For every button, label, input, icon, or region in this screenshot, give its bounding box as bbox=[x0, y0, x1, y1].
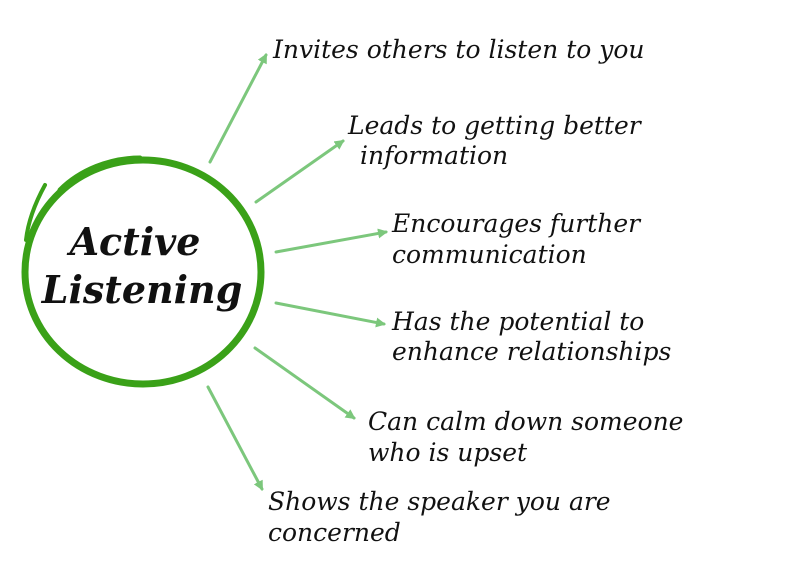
circle-outer-stroke bbox=[21, 156, 265, 388]
circle-tail-stroke bbox=[24, 183, 47, 242]
item-1-line1: Invites others to listen to you bbox=[272, 35, 645, 64]
center-title-line1: Active bbox=[67, 219, 201, 264]
item-3-line1: Encourages further bbox=[391, 209, 642, 238]
item-3: Encourages further communication bbox=[391, 209, 642, 269]
circle-overlap-stroke bbox=[57, 155, 143, 193]
center-title-line2: Listening bbox=[41, 267, 243, 312]
center-circle bbox=[21, 155, 265, 388]
item-3-line2: communication bbox=[392, 240, 587, 269]
item-5-line2: who is upset bbox=[368, 438, 528, 467]
arrow-2 bbox=[254, 139, 345, 204]
item-6-line2: concerned bbox=[268, 518, 401, 547]
arrow-4 bbox=[274, 301, 386, 328]
arrow-6 bbox=[206, 385, 264, 491]
item-2: Leads to getting better information bbox=[347, 111, 643, 170]
item-6: Shows the speaker you are concerned bbox=[268, 487, 611, 547]
item-1: Invites others to listen to you bbox=[272, 35, 645, 64]
arrow-5 bbox=[253, 346, 356, 420]
item-4-line1: Has the potential to bbox=[391, 307, 644, 336]
arrow-3 bbox=[274, 228, 388, 254]
item-2-line1: Leads to getting better bbox=[347, 111, 643, 140]
item-2-line2: information bbox=[360, 141, 508, 170]
item-4-line2: enhance relationships bbox=[392, 337, 671, 366]
item-5-line1: Can calm down someone bbox=[368, 407, 683, 436]
item-6-line1: Shows the speaker you are bbox=[268, 487, 611, 516]
arrow-1 bbox=[208, 53, 268, 164]
item-4: Has the potential to enhance relationshi… bbox=[391, 307, 671, 366]
arrows bbox=[206, 53, 388, 491]
item-5: Can calm down someone who is upset bbox=[368, 407, 683, 467]
